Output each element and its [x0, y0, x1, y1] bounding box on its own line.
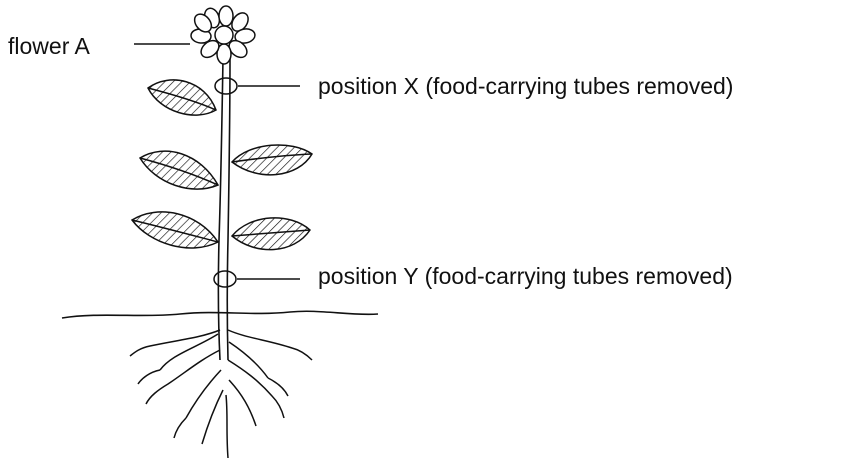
flower-head	[190, 6, 256, 64]
roots	[130, 330, 312, 458]
position-x-label: position X (food-carrying tubes removed)	[318, 75, 733, 98]
stem	[218, 58, 230, 360]
leaf-lower-left	[132, 212, 218, 248]
position-x-marker	[215, 78, 237, 94]
flower-a-label: flower A	[8, 35, 90, 58]
ground-line	[62, 311, 378, 318]
position-y-marker	[214, 271, 236, 287]
position-y-label: position Y (food-carrying tubes removed)	[318, 265, 733, 288]
